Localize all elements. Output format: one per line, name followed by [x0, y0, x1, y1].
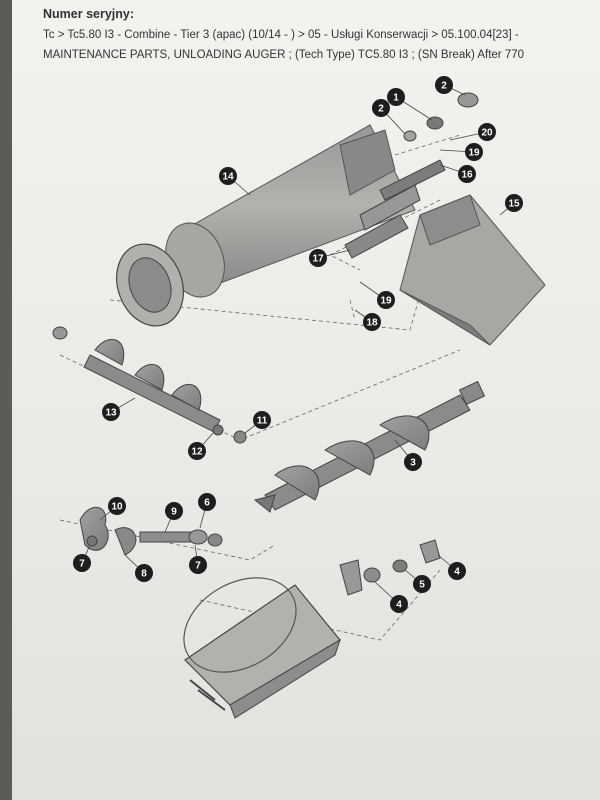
callout-7-left: 7	[73, 554, 91, 572]
callout-10: 10	[108, 497, 126, 515]
svg-text:7: 7	[195, 561, 201, 572]
svg-text:19: 19	[468, 148, 480, 159]
page-header: Numer seryjny: Tc > Tc5.80 I3 - Combine …	[43, 6, 563, 62]
svg-text:12: 12	[191, 447, 203, 458]
svg-text:8: 8	[141, 569, 147, 580]
svg-text:5: 5	[419, 580, 425, 591]
callout-14: 14	[219, 167, 237, 185]
callout-7-right: 7	[189, 556, 207, 574]
svg-text:2: 2	[441, 81, 447, 92]
drive-assembly-parts	[79, 507, 223, 556]
upper-auger-flighting	[52, 326, 247, 444]
callout-9: 9	[165, 502, 183, 520]
callout-leader-lines	[81, 84, 515, 605]
callout-15: 15	[505, 194, 523, 212]
callout-4-left: 4	[390, 595, 408, 613]
svg-text:13: 13	[105, 408, 117, 419]
bearing-parts-top	[403, 92, 479, 142]
unloading-auger-tube	[116, 124, 416, 327]
svg-text:9: 9	[171, 507, 177, 518]
svg-text:14: 14	[222, 172, 234, 183]
callout-20: 20	[478, 123, 496, 141]
callout-13: 13	[102, 403, 120, 421]
svg-text:10: 10	[111, 502, 123, 513]
mounting-brackets	[344, 159, 446, 259]
callout-12: 12	[188, 442, 206, 460]
breadcrumb-line-2: MAINTENANCE PARTS, UNLOADING AUGER ; (Te…	[43, 49, 525, 61]
callout-18: 18	[363, 313, 381, 331]
callouts: 2 1 2 20 19 16 14 15 17 19 18 13 11 12 3…	[73, 76, 523, 613]
callout-2-top-right: 2	[435, 76, 453, 94]
svg-text:3: 3	[410, 458, 416, 469]
svg-text:20: 20	[481, 128, 493, 139]
breadcrumb-line-1: Tc > Tc5.80 I3 - Combine - Tier 3 (apac)…	[43, 29, 519, 41]
callout-16: 16	[458, 165, 476, 183]
svg-text:19: 19	[380, 296, 392, 307]
svg-text:16: 16	[461, 170, 473, 181]
svg-text:18: 18	[366, 318, 378, 329]
discharge-spout	[183, 577, 341, 719]
callout-6: 6	[198, 493, 216, 511]
svg-text:1: 1	[393, 93, 399, 104]
svg-text:2: 2	[378, 104, 384, 115]
callout-8: 8	[135, 564, 153, 582]
svg-text:4: 4	[454, 567, 460, 578]
callout-11: 11	[253, 411, 271, 429]
callout-19-mid: 19	[377, 291, 395, 309]
callout-19-top: 19	[465, 143, 483, 161]
svg-text:7: 7	[79, 559, 85, 570]
svg-text:17: 17	[312, 254, 324, 265]
serial-number-label: Numer seryjny:	[43, 7, 135, 21]
svg-text:6: 6	[204, 498, 210, 509]
callout-2-left: 2	[372, 99, 390, 117]
svg-text:4: 4	[396, 600, 402, 611]
callout-5: 5	[413, 575, 431, 593]
callout-17: 17	[309, 249, 327, 267]
spout-hardware	[339, 539, 441, 596]
callout-4-right: 4	[448, 562, 466, 580]
callout-3: 3	[404, 453, 422, 471]
svg-text:15: 15	[508, 199, 520, 210]
lower-auger-flighting	[253, 380, 486, 513]
svg-text:11: 11	[257, 416, 268, 427]
callout-1: 1	[387, 88, 405, 106]
auger-transition-housing	[399, 194, 546, 346]
